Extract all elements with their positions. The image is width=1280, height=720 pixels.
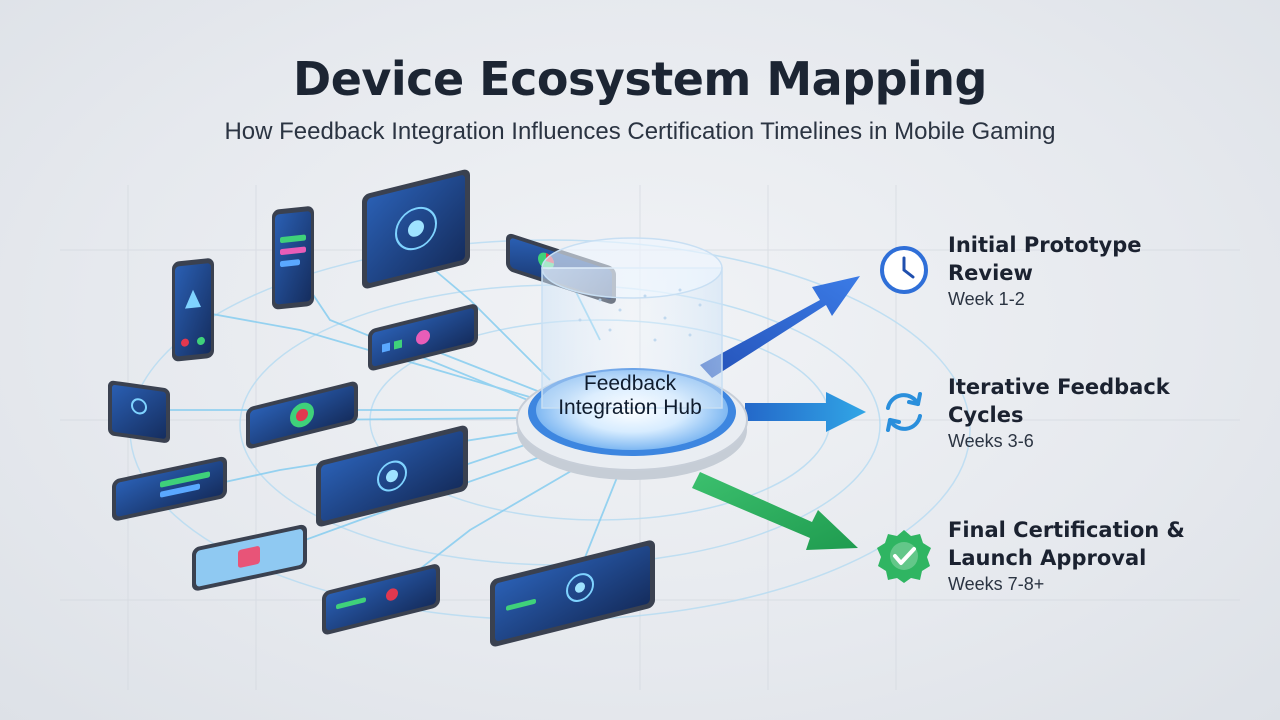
check-badge-icon <box>877 530 931 583</box>
stage-final-certification: Final Certification & Launch Approval We… <box>948 516 1248 595</box>
feedback-hub <box>516 237 748 480</box>
device-phone <box>108 380 170 443</box>
device-tablet <box>490 540 655 647</box>
device-tablet <box>316 425 468 527</box>
device-tablet <box>362 169 470 289</box>
device-phone <box>172 258 214 362</box>
stage-initial-prototype: Initial Prototype Review Week 1-2 <box>948 231 1248 310</box>
page-subtitle: How Feedback Integration Influences Cert… <box>224 118 1056 145</box>
stage-title: Initial Prototype Review <box>948 233 1142 285</box>
refresh-icon <box>886 392 922 432</box>
timeline-arrows <box>692 276 866 550</box>
stage-title: Iterative Feedback Cycles <box>948 375 1170 427</box>
stage-iterative-feedback: Iterative Feedback Cycles Weeks 3-6 <box>948 373 1248 452</box>
stage-weeks: Week 1-2 <box>948 289 1025 309</box>
stage-title: Final Certification & Launch Approval <box>948 518 1185 570</box>
clock-icon <box>880 246 928 294</box>
arrow-to-iterative <box>745 392 866 432</box>
device-phone-landscape <box>112 456 227 521</box>
device-phone-landscape <box>192 524 307 591</box>
arrow-to-prototype <box>700 276 860 378</box>
stage-weeks: Weeks 7-8+ <box>948 574 1045 594</box>
device-phone-landscape <box>246 381 358 449</box>
page-title: Device Ecosystem Mapping <box>293 52 987 106</box>
arrow-to-certification <box>692 472 858 550</box>
device-phone <box>272 206 314 310</box>
device-cluster <box>108 169 655 647</box>
stage-weeks: Weeks 3-6 <box>948 431 1034 451</box>
device-phone-landscape <box>368 304 478 371</box>
device-phone-landscape <box>322 564 440 635</box>
hub-label: Feedback Integration Hub <box>558 372 702 419</box>
